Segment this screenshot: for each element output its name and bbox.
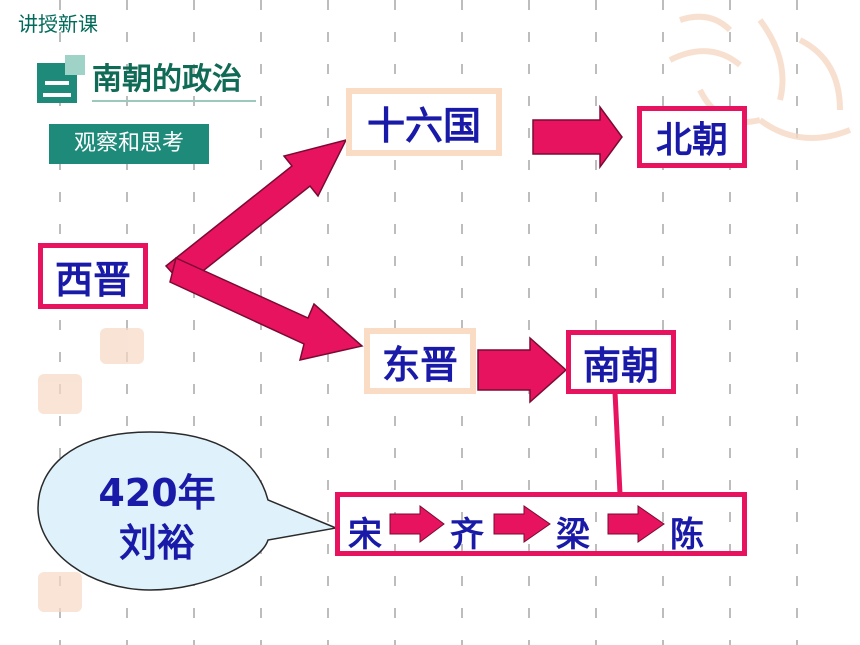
callout-bubble [37,431,339,591]
lesson-header: 讲授新课 [18,12,98,36]
node-dongjin: 东晋 [364,328,476,394]
callout-year: 420年 [98,471,216,515]
observe-think-banner: 观察和思考 [49,124,209,164]
arrow-song-to-qi [389,505,445,543]
section-number-icon [37,55,85,103]
node-nanchao: 南朝 [566,330,676,394]
dynasty-qi: 齐 [450,515,484,555]
node-xijin: 西晋 [38,243,148,309]
dynasty-song: 宋 [348,515,382,555]
arrow-shiliuguo-to-beichao [532,104,623,170]
arrow-xijin-to-shiliuguo [164,138,348,288]
callout-person: 刘裕 [118,521,195,565]
node-shiliuguo: 十六国 [346,88,502,156]
dynasty-liang: 梁 [556,515,590,555]
node-beichao: 北朝 [637,106,747,168]
callout-text: 420年 刘裕 [62,468,252,568]
dynasty-chen: 陈 [670,515,704,555]
arrow-qi-to-liang [493,505,551,543]
section-title: 南朝的政治 [92,60,256,102]
southern-dynasties-timeline: 宋 齐 梁 陈 [335,492,747,556]
arrow-liang-to-chen [607,505,665,543]
arrow-dongjin-to-nanchao [477,336,568,404]
nanchao-connector [612,391,623,495]
arrow-xijin-to-dongjin [169,256,364,361]
